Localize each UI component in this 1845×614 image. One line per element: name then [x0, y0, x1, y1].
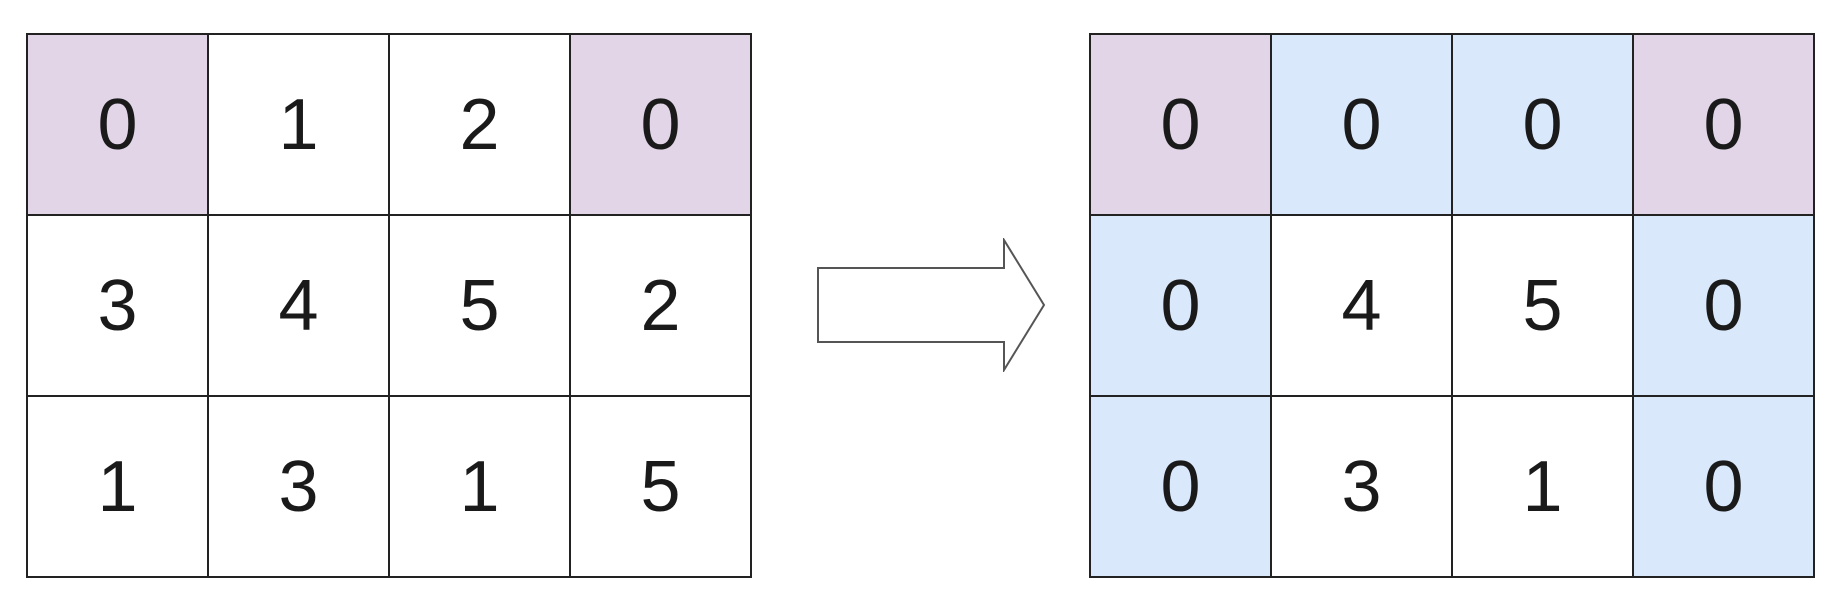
right-arrow-icon — [817, 238, 1046, 372]
output-cell-r2-c1: 3 — [1272, 397, 1453, 578]
output-cell-r1-c2: 5 — [1453, 216, 1634, 397]
input-cell-r0-c1: 1 — [209, 35, 390, 216]
output-cell-r0-c0: 0 — [1091, 35, 1272, 216]
output-cell-r2-c2: 1 — [1453, 397, 1634, 578]
input-cell-r1-c2: 5 — [390, 216, 571, 397]
output-cell-r1-c1: 4 — [1272, 216, 1453, 397]
output-cell-r0-c2: 0 — [1453, 35, 1634, 216]
output-cell-r2-c0: 0 — [1091, 397, 1272, 578]
input-cell-r0-c2: 2 — [390, 35, 571, 216]
output-matrix: 0 0 0 0 0 4 5 0 0 3 1 0 — [1089, 33, 1815, 578]
input-cell-r1-c0: 3 — [28, 216, 209, 397]
output-cell-r1-c3: 0 — [1634, 216, 1815, 397]
input-cell-r2-c1: 3 — [209, 397, 390, 578]
input-cell-r2-c0: 1 — [28, 397, 209, 578]
output-cell-r2-c3: 0 — [1634, 397, 1815, 578]
input-cell-r0-c0: 0 — [28, 35, 209, 216]
input-cell-r1-c1: 4 — [209, 216, 390, 397]
input-cell-r2-c2: 1 — [390, 397, 571, 578]
input-cell-r2-c3: 5 — [571, 397, 752, 578]
input-cell-r1-c3: 2 — [571, 216, 752, 397]
output-cell-r0-c3: 0 — [1634, 35, 1815, 216]
input-cell-r0-c3: 0 — [571, 35, 752, 216]
output-cell-r0-c1: 0 — [1272, 35, 1453, 216]
output-cell-r1-c0: 0 — [1091, 216, 1272, 397]
input-matrix: 0 1 2 0 3 4 5 2 1 3 1 5 — [26, 33, 752, 578]
